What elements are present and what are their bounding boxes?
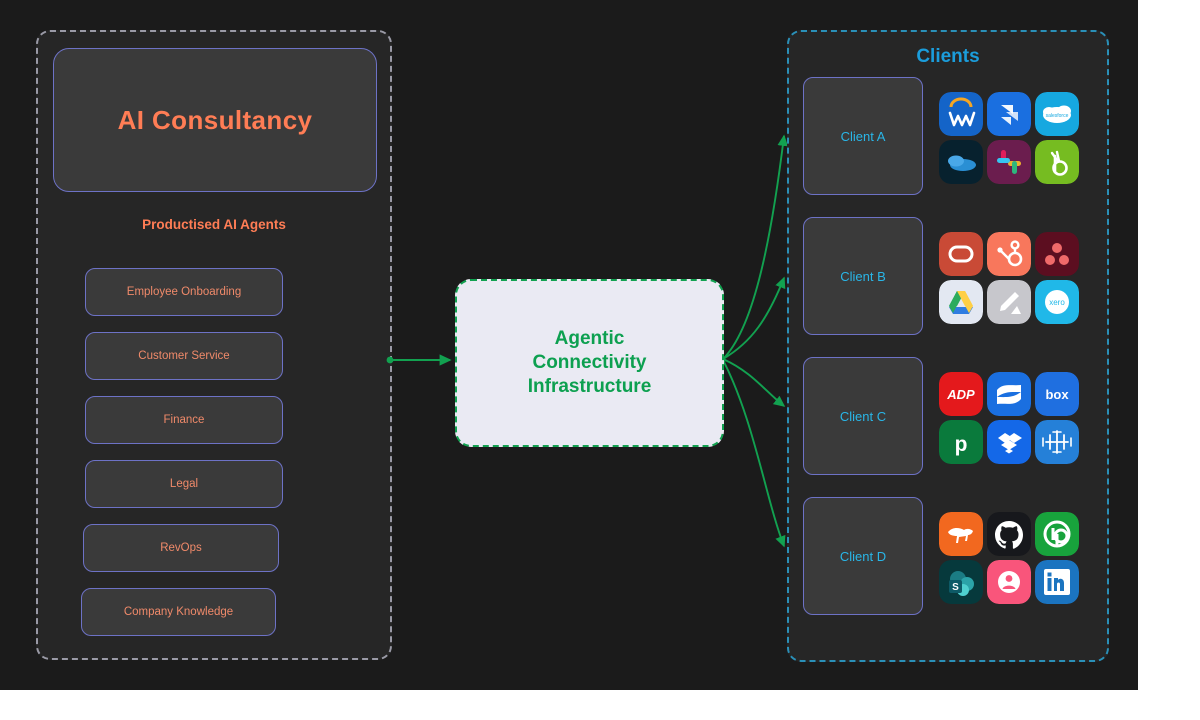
- bamboohr-icon[interactable]: [1035, 140, 1079, 184]
- linkedin-icon[interactable]: [1035, 560, 1079, 604]
- clients-title: Clients: [916, 46, 980, 67]
- svg-text:salesforce: salesforce: [1046, 113, 1069, 119]
- svg-text:p: p: [955, 433, 968, 456]
- quickbooks-icon[interactable]: [1035, 512, 1079, 556]
- agent-box-company-knowledge[interactable]: Company Knowledge: [81, 588, 276, 636]
- box-icon[interactable]: box: [1035, 372, 1079, 416]
- svg-text:xero: xero: [1049, 298, 1065, 307]
- agent-box-legal[interactable]: Legal: [85, 460, 283, 508]
- productised-agents-heading: Productised AI Agents: [142, 217, 286, 232]
- client-label: Client D: [839, 548, 887, 564]
- center-line-1: Agentic: [554, 328, 625, 350]
- svg-text:S: S: [952, 582, 959, 593]
- client-a-app-icons: salesforce: [939, 92, 1083, 184]
- ai-consultancy-panel: AI Consultancy Productised AI Agents Emp…: [36, 30, 392, 660]
- agent-box-employee-onboarding[interactable]: Employee Onboarding: [85, 268, 283, 316]
- client-c-app-icons: ADP box p: [939, 372, 1083, 464]
- ai-consultancy-title: AI Consultancy: [117, 104, 313, 135]
- center-line-2: Connectivity: [532, 352, 647, 374]
- dark-canvas: AI Consultancy Productised AI Agents Emp…: [0, 0, 1138, 690]
- clients-panel: Clients Client A Client B Client C Clien…: [787, 30, 1109, 662]
- connector-agents-to-center: [386, 354, 452, 366]
- zoho-icon[interactable]: [939, 232, 983, 276]
- bullhorn-icon[interactable]: [939, 512, 983, 556]
- agent-box-revops[interactable]: RevOps: [83, 524, 279, 572]
- center-line-3: Infrastructure: [527, 375, 652, 397]
- confluence-icon[interactable]: [987, 372, 1031, 416]
- client-label: Client C: [839, 408, 887, 424]
- personio-icon[interactable]: p: [939, 420, 983, 464]
- tableau-icon[interactable]: [1035, 420, 1079, 464]
- agent-label: Employee Onboarding: [126, 286, 242, 298]
- jira-icon[interactable]: [987, 92, 1031, 136]
- xero-icon[interactable]: xero: [1035, 280, 1079, 324]
- agent-label: Finance: [163, 414, 205, 426]
- notes-pencil-icon[interactable]: [987, 280, 1031, 324]
- agent-label: Company Knowledge: [123, 606, 234, 618]
- client-box-d[interactable]: Client D: [803, 497, 923, 615]
- client-box-a[interactable]: Client A: [803, 77, 923, 195]
- client-d-app-icons: S: [939, 512, 1083, 604]
- breathehr-icon[interactable]: [987, 560, 1031, 604]
- agent-box-customer-service[interactable]: Customer Service: [85, 332, 283, 380]
- agent-label: Legal: [169, 478, 199, 490]
- svg-text:ADP: ADP: [946, 387, 975, 402]
- client-box-b[interactable]: Client B: [803, 217, 923, 335]
- asana-icon[interactable]: [1035, 232, 1079, 276]
- agent-box-finance[interactable]: Finance: [85, 396, 283, 444]
- client-box-c[interactable]: Client C: [803, 357, 923, 475]
- svg-text:box: box: [1045, 387, 1069, 402]
- salesforce-icon[interactable]: salesforce: [1035, 92, 1079, 136]
- center-node-label: Agentic Connectivity Infrastructure: [528, 327, 652, 398]
- client-b-app-icons: xero: [939, 232, 1083, 324]
- ai-consultancy-title-box: AI Consultancy: [53, 48, 377, 192]
- onedrive-icon[interactable]: [939, 140, 983, 184]
- dropbox-icon[interactable]: [987, 420, 1031, 464]
- sharepoint-icon[interactable]: S: [939, 560, 983, 604]
- agent-label: Customer Service: [138, 350, 230, 362]
- workday-icon[interactable]: [939, 92, 983, 136]
- github-icon[interactable]: [987, 512, 1031, 556]
- adp-icon[interactable]: ADP: [939, 372, 983, 416]
- google-drive-icon[interactable]: [939, 280, 983, 324]
- slack-icon[interactable]: [987, 140, 1031, 184]
- client-label: Client A: [840, 128, 886, 144]
- agentic-connectivity-infrastructure-node[interactable]: Agentic Connectivity Infrastructure: [455, 279, 724, 447]
- hubspot-icon[interactable]: [987, 232, 1031, 276]
- client-label: Client B: [840, 268, 886, 284]
- connector-center-to-clients: [718, 134, 789, 548]
- agent-label: RevOps: [160, 542, 202, 554]
